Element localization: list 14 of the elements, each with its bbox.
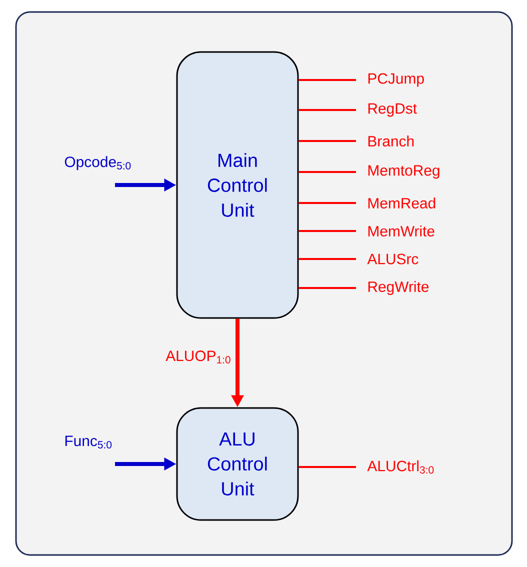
signal-label: MemtoReg (368, 165, 440, 179)
edge-label: Opcode$_{5:0}$ (63, 155, 133, 172)
signal-label: Branch (368, 136, 414, 146)
signal-label: ALUCtrl$_{3:0}$ (367, 460, 434, 474)
signal-label: PCJump (368, 73, 424, 87)
signal-label: RegDst (368, 103, 417, 117)
signal-label: MemWrite (368, 226, 434, 236)
signal-label: MemRead (368, 198, 436, 208)
edge-label: Func$_{5:0}$ (63, 434, 114, 450)
control-unit-box: Main Control Unit (176, 51, 299, 319)
signal-label: RegWrite (368, 281, 429, 295)
signal-label: ALUSrc (367, 254, 418, 264)
edge-label: ALUOP$_{1:0}$ (164, 350, 232, 364)
control-unit-box: ALU Control Unit (176, 407, 299, 521)
